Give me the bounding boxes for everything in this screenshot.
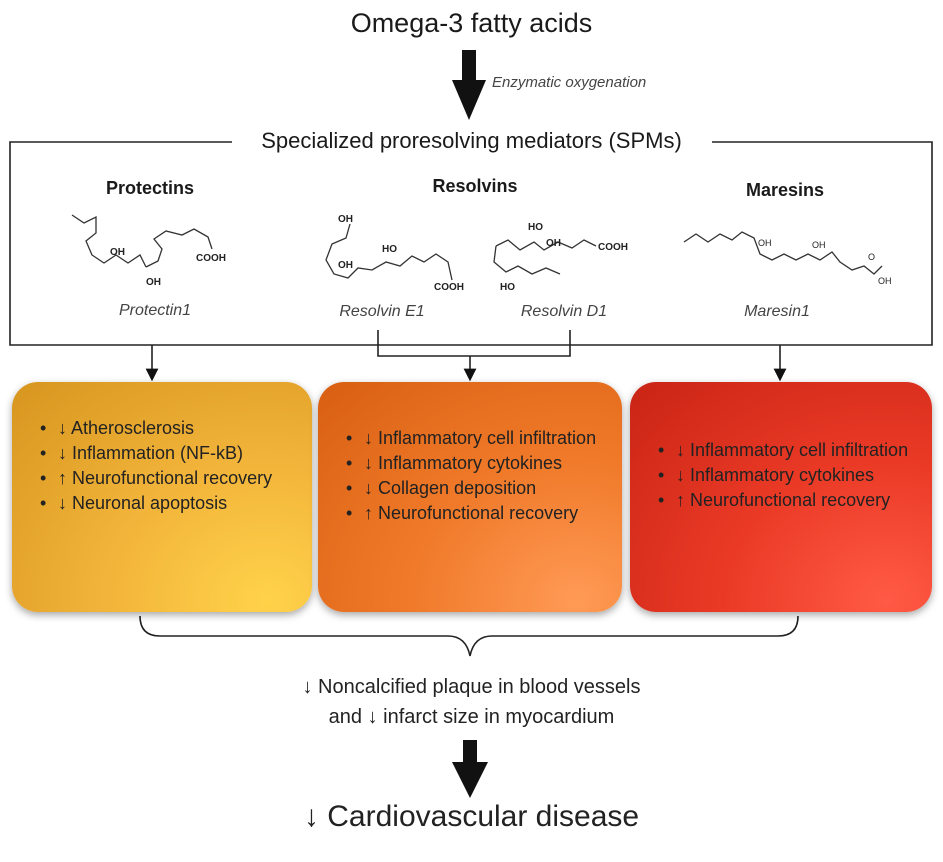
resolvin-e1-ho: HO	[382, 244, 397, 255]
maresin-oh-3: OH	[878, 276, 892, 286]
protectin1-structure: OH OH COOH	[71, 214, 226, 288]
outcome-line-2: and ↓ infarct size in myocardium	[328, 706, 615, 728]
maresin1-structure: OH OH O OH	[683, 231, 892, 286]
caption-resolvin-d1: Resolvin D1	[520, 303, 608, 320]
effect-item: ↓ Atherosclerosis	[36, 416, 290, 441]
protectins-effects-card: ↓ Atherosclerosis ↓ Inflammation (NF-kB)…	[12, 382, 312, 612]
resolvin-d1-cooh: COOH	[598, 242, 628, 253]
big-arrow-bottom	[452, 740, 488, 798]
resolvin-e1-oh-1: OH	[338, 214, 353, 225]
resolvins-effects-card: ↓ Inflammatory cell infiltration ↓ Infla…	[318, 382, 622, 612]
summary-bracket	[139, 615, 799, 657]
protectin-oh-2: OH	[146, 277, 161, 288]
resolvin-d1-ho-2: HO	[500, 282, 515, 293]
family-protectins: Protectins	[105, 178, 195, 198]
effect-item: ↑ Neurofunctional recovery	[36, 466, 290, 491]
effect-item: ↑ Neurofunctional recovery	[342, 501, 600, 526]
effect-item: ↓ Collagen deposition	[342, 476, 600, 501]
effect-item: ↓ Inflammatory cytokines	[654, 463, 910, 488]
caption-protectin1: Protectin1	[118, 302, 192, 319]
resolvin-d1-oh: OH	[546, 238, 561, 249]
resolvin-d1-structure: HO OH COOH HO	[493, 222, 628, 293]
family-resolvins: Resolvins	[432, 176, 518, 196]
spm-title: Specialized proresolving mediators (SPMs…	[261, 128, 682, 153]
resolvin-e1-oh-2: OH	[338, 260, 353, 271]
resolvin-e1-cooh: COOH	[434, 282, 464, 293]
effect-item: ↓ Inflammatory cell infiltration	[654, 438, 910, 463]
caption-resolvin-e1: Resolvin E1	[339, 303, 425, 320]
effect-item: ↓ Inflammatory cell infiltration	[342, 426, 600, 451]
outcome-line-1: ↓ Noncalcified plaque in blood vessels	[302, 676, 641, 698]
spm-box	[9, 141, 933, 346]
effect-item: ↑ Neurofunctional recovery	[654, 488, 910, 513]
resolvin-d1-ho-1: HO	[528, 222, 543, 233]
effect-item: ↓ Inflammatory cytokines	[342, 451, 600, 476]
maresin-oh-1: OH	[758, 238, 772, 248]
maresins-effects-card: ↓ Inflammatory cell infiltration ↓ Infla…	[630, 382, 932, 612]
omega3-title: Omega-3 fatty acids	[350, 8, 593, 38]
resolvin-e1-structure: OH OH HO COOH	[325, 214, 464, 293]
maresin-oh-2: OH	[812, 240, 826, 250]
effect-item: ↓ Inflammation (NF-kB)	[36, 441, 290, 466]
big-arrow-top	[452, 50, 486, 120]
protectin-cooh: COOH	[196, 253, 226, 264]
family-maresins: Maresins	[745, 180, 825, 200]
final-outcome: ↓ Cardiovascular disease	[303, 800, 640, 833]
effect-item: ↓ Neuronal apoptosis	[36, 491, 290, 516]
resolvin-bracket	[377, 330, 571, 357]
protectin-oh-1: OH	[110, 247, 125, 258]
caption-maresin1: Maresin1	[744, 303, 810, 320]
maresin-carbonyl-o: O	[868, 252, 875, 262]
process-label: Enzymatic oxygenation	[492, 74, 647, 91]
